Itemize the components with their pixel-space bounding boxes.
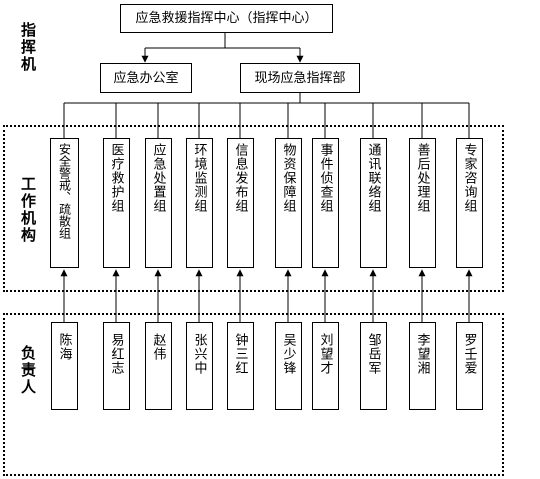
group-box: 环境监测组 xyxy=(185,138,213,268)
group-box: 应急处置组 xyxy=(144,138,172,268)
person-name: 陈海 xyxy=(56,333,72,361)
group-name: 专家咨询组 xyxy=(461,143,477,213)
person-box: 罗壬爱 xyxy=(455,322,483,410)
working-section-frame xyxy=(3,125,504,292)
group-box: 通讯联络组 xyxy=(359,138,387,268)
side-label-responsible: 负责人 xyxy=(19,345,37,396)
person-box: 刘望才 xyxy=(311,322,339,410)
group-name: 通讯联络组 xyxy=(365,143,381,213)
group-box: 信息发布组 xyxy=(226,138,254,268)
person-box: 赵伟 xyxy=(144,322,172,410)
person-box: 张兴中 xyxy=(185,322,213,410)
responsible-section-frame xyxy=(3,313,504,476)
command-center-label: 应急救援指挥中心（指挥中心） xyxy=(135,11,318,26)
group-box: 安全警戒、疏散组 xyxy=(49,138,79,268)
side-label-command: 指挥机 xyxy=(19,22,37,73)
group-box: 物资保障组 xyxy=(274,138,302,268)
person-box: 易红志 xyxy=(102,322,130,410)
person-name: 张兴中 xyxy=(191,333,207,375)
onsite-command-box: 现场应急指挥部 xyxy=(240,63,360,93)
person-name: 钟三红 xyxy=(232,333,248,375)
person-box: 邹岳军 xyxy=(359,322,387,410)
group-name: 应急处置组 xyxy=(150,143,166,213)
person-name: 易红志 xyxy=(108,333,124,375)
person-box: 陈海 xyxy=(50,322,78,410)
person-name: 邹岳军 xyxy=(365,333,381,375)
group-name: 医疗救护组 xyxy=(108,143,124,213)
command-center-box: 应急救援指挥中心（指挥中心） xyxy=(120,4,333,33)
person-name: 李望湘 xyxy=(414,333,430,375)
side-label-working: 工作机构 xyxy=(19,176,37,244)
group-name: 信息发布组 xyxy=(232,143,248,213)
person-box: 钟三红 xyxy=(226,322,254,410)
group-name: 事件侦查组 xyxy=(317,143,333,213)
person-name: 吴少锋 xyxy=(280,333,296,375)
group-box: 医疗救护组 xyxy=(102,138,130,268)
group-name: 环境监测组 xyxy=(191,143,207,213)
onsite-command-label: 现场应急指挥部 xyxy=(254,70,346,86)
person-name: 刘望才 xyxy=(317,333,333,375)
person-name: 赵伟 xyxy=(150,333,166,361)
group-name: 安全警戒、疏散组 xyxy=(57,143,72,239)
emergency-office-box: 应急办公室 xyxy=(100,63,192,93)
person-name: 罗壬爱 xyxy=(461,333,477,375)
person-box: 吴少锋 xyxy=(274,322,302,410)
group-box: 专家咨询组 xyxy=(455,138,483,268)
group-name: 善后处理组 xyxy=(414,143,430,213)
group-box: 善后处理组 xyxy=(408,138,436,268)
emergency-office-label: 应急办公室 xyxy=(113,70,179,86)
person-box: 李望湘 xyxy=(408,322,436,410)
group-name: 物资保障组 xyxy=(280,143,296,213)
group-box: 事件侦查组 xyxy=(311,138,339,268)
